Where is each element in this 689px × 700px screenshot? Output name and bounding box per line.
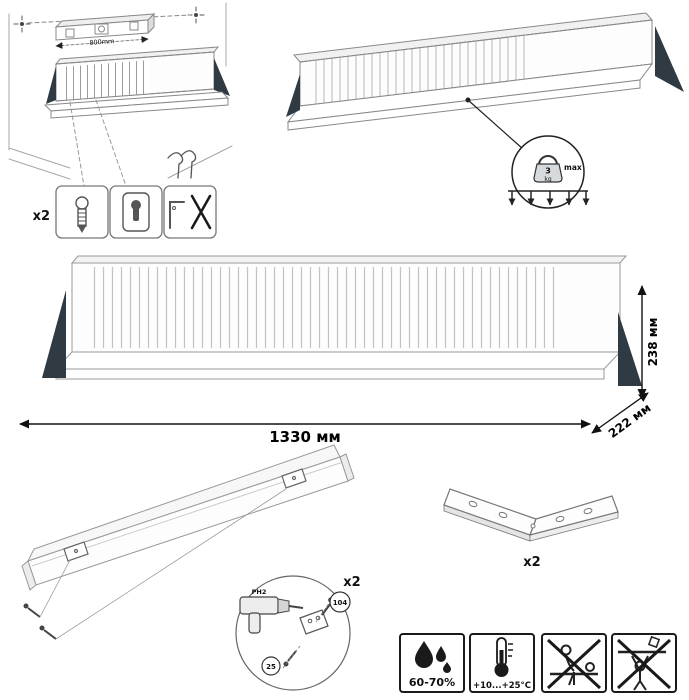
max-load-value: 3 — [545, 167, 551, 176]
x-mark-icon — [616, 638, 672, 690]
max-load-diagram: 3 kg max — [286, 12, 684, 209]
distributed-load-arrows — [508, 190, 590, 206]
height-dimension-label: 238 мм — [646, 318, 660, 367]
max-load-unit: kg — [544, 176, 551, 183]
temperature-label: +10...+25°C — [473, 681, 531, 691]
fitting-projection-lines — [69, 99, 127, 187]
hardware-box-not-allowed — [163, 185, 217, 239]
drill-driver-icon: PH2 — [239, 588, 304, 634]
part-callout-2: 25 — [266, 663, 276, 671]
shelf-perspective-drawing — [286, 12, 684, 131]
bit-label: PH2 — [252, 588, 267, 596]
screw-icon — [23, 603, 57, 640]
bracket-part-diagram: x2 — [443, 488, 619, 570]
level-dimension-line — [55, 36, 149, 49]
level-dimension-label: 800mm — [89, 37, 115, 47]
drill-mark-icon — [13, 15, 31, 33]
bracket-count-label: x2 — [523, 555, 540, 570]
weight-icon: 3 kg — [533, 155, 563, 183]
right-end-bracket — [618, 312, 642, 386]
x-mark-icon — [546, 638, 602, 690]
part-callout-circle — [329, 591, 351, 613]
depth-dimension-arrow — [591, 392, 649, 434]
part-callout-circle — [261, 656, 281, 676]
corner-bracket-icon — [63, 468, 307, 562]
screw-leader-lines — [39, 488, 287, 640]
end-bracket — [286, 74, 300, 117]
callout-line — [467, 99, 524, 150]
no-sitting-prohibition-icon — [550, 644, 598, 686]
max-label: max — [564, 163, 582, 172]
wall-mounting-diagram: 800mm x2 — [8, 2, 233, 239]
keyhole-hanger-icon — [122, 192, 150, 232]
assembly-count-label: x2 — [343, 575, 360, 590]
width-dimension-label: 1330 мм — [269, 428, 341, 446]
humidity-label: 60-70% — [409, 676, 455, 689]
thermometer-icon — [494, 637, 513, 677]
wall-shelf-sketch — [43, 46, 230, 119]
hardware-count-label: x2 — [33, 209, 50, 224]
assembly-step-diagram: PH2 104 25 x2 — [21, 444, 361, 691]
wall-hook-icon — [167, 150, 197, 179]
x-mark-icon — [190, 194, 212, 230]
hardware-options: x2 — [33, 185, 217, 239]
shelf-dimensions-drawing: 1330 мм 238 мм 222 мм — [19, 255, 660, 446]
spirit-level-icon — [54, 12, 156, 41]
part-callout-1: 104 — [333, 599, 348, 607]
floor-line-right — [167, 145, 233, 179]
care-instruction-icons: 60-70% +10...+25°C — [399, 633, 677, 693]
bracket-icon — [169, 201, 185, 229]
water-drops-icon — [415, 641, 451, 673]
floor-lines — [8, 147, 71, 180]
end-bracket — [655, 26, 684, 92]
upturned-shelf-drawing — [21, 444, 355, 591]
left-end-bracket — [42, 290, 66, 378]
screw-hook-icon — [75, 196, 89, 233]
